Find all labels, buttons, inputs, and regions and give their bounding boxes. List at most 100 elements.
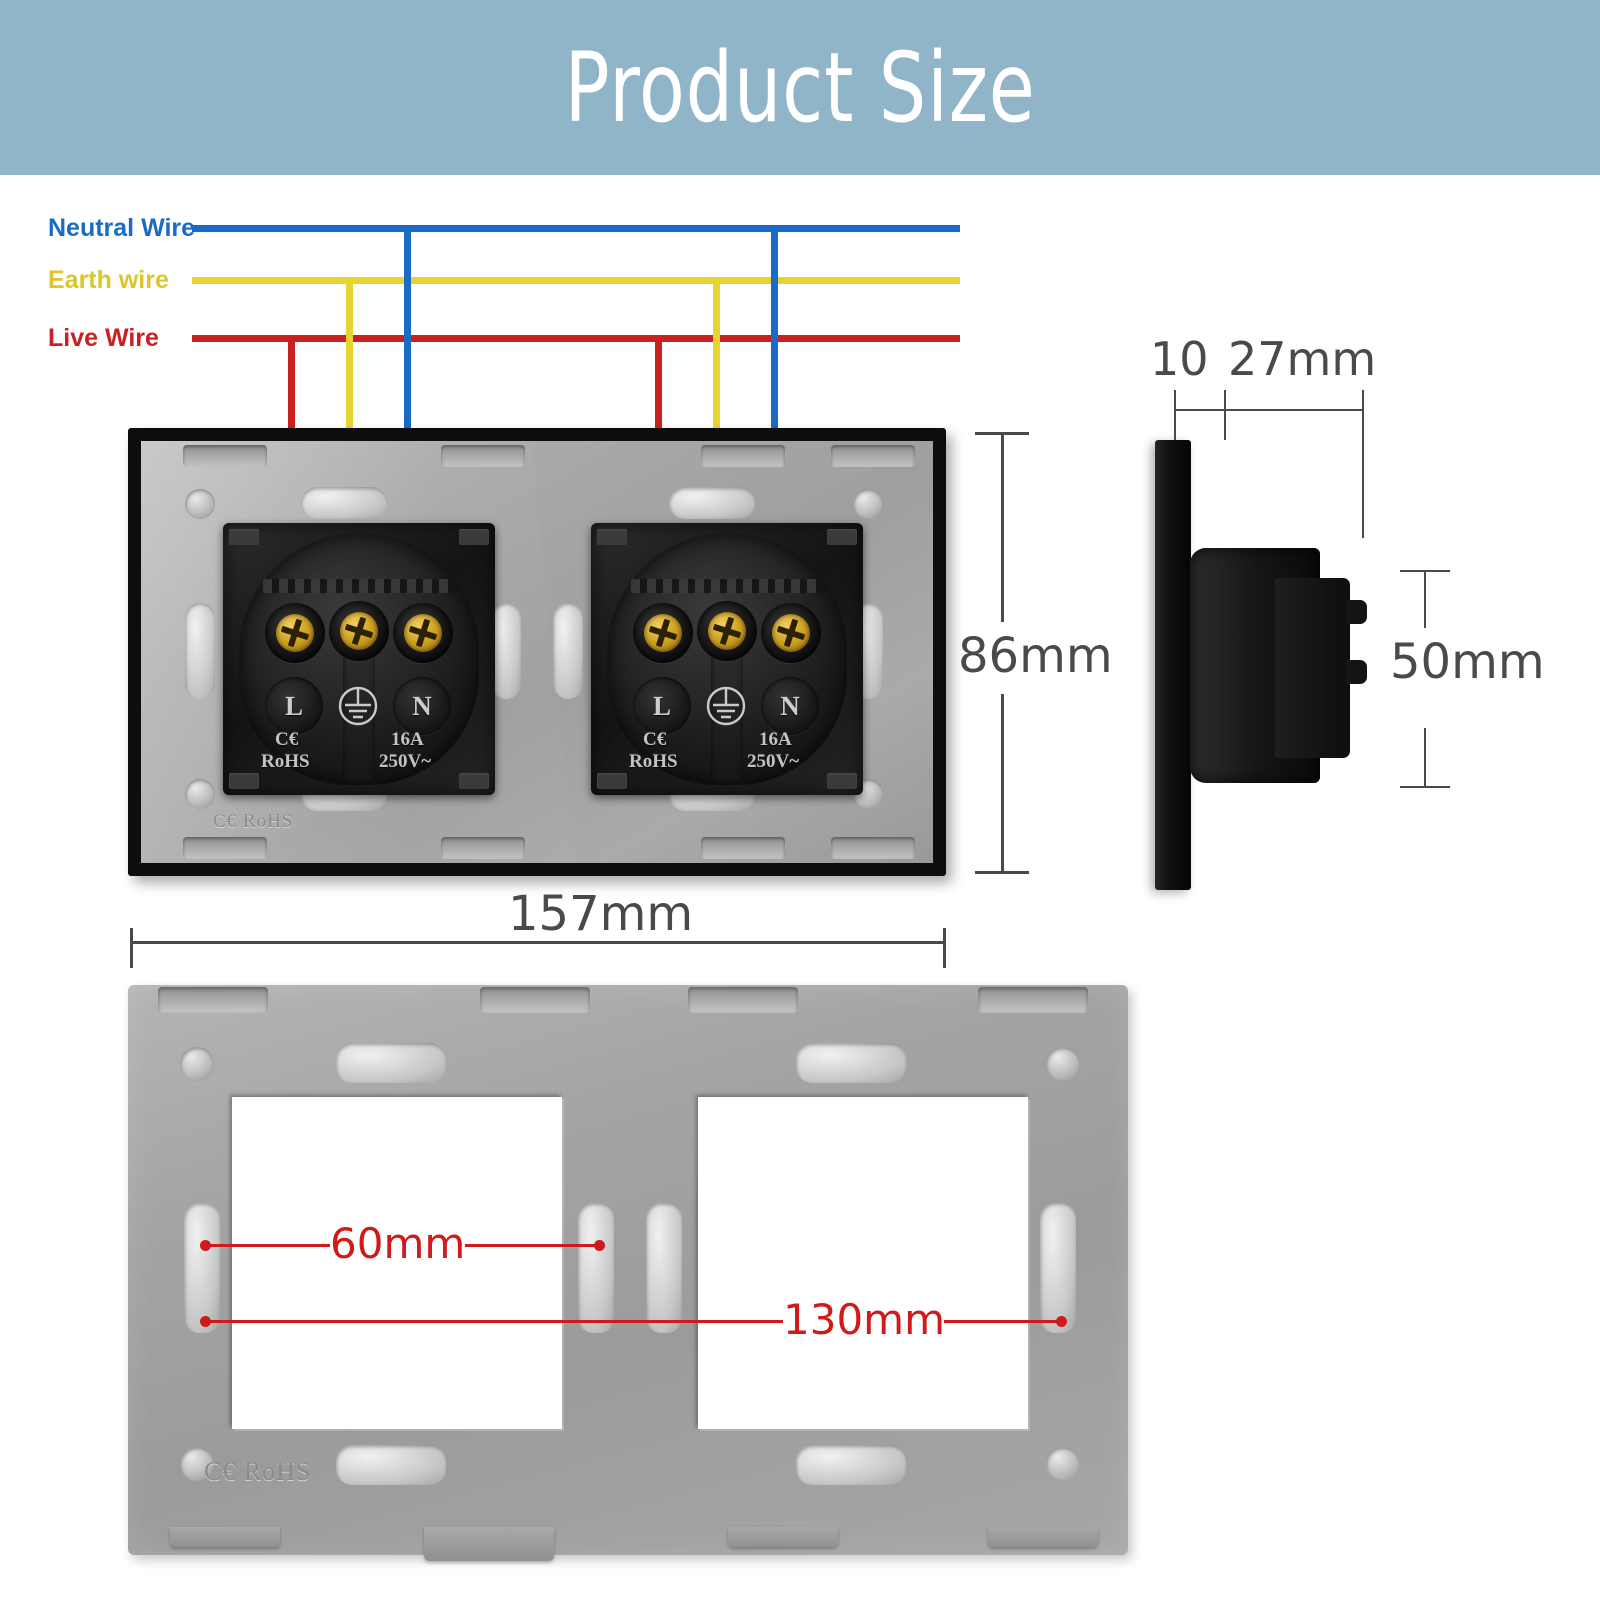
screw-spacing-60mm-dot-right bbox=[594, 1240, 605, 1251]
frame-vslot-mid-right bbox=[646, 1203, 682, 1333]
dim-50mm-line-upper bbox=[1424, 570, 1426, 628]
plate-notch-bottom-2 bbox=[441, 837, 525, 859]
socket-ridge bbox=[631, 579, 823, 593]
socket-corner-bl bbox=[597, 773, 627, 789]
side-view-clip-top bbox=[1345, 600, 1367, 624]
earth-terminal bbox=[697, 601, 757, 661]
dim-157mm-cap-right bbox=[943, 928, 946, 968]
frame-notch-top-3 bbox=[688, 987, 798, 1013]
plate-notch-bottom-1 bbox=[183, 837, 267, 859]
live-terminal-screw bbox=[276, 614, 314, 652]
terminal-mark-N: N bbox=[761, 677, 819, 735]
plate-notch-top-2 bbox=[441, 445, 525, 467]
mounting-frame-bottom-view: C€ RoHS bbox=[128, 985, 1128, 1561]
screw-spacing-60mm-label: 60mm bbox=[330, 1219, 466, 1268]
frame-slot-bottom-left bbox=[336, 1445, 446, 1485]
side-view-socket-rear bbox=[1275, 578, 1350, 758]
earth-symbol-icon bbox=[335, 683, 381, 729]
dim-50mm-line-lower bbox=[1424, 728, 1426, 786]
socket-body: L N C€ RoHS 16A 250V~ bbox=[607, 533, 847, 785]
frame-cutout-left bbox=[232, 1097, 562, 1429]
earth-symbol-icon bbox=[703, 683, 749, 729]
frame-hole-top-right bbox=[1046, 1047, 1080, 1081]
earth-terminal bbox=[329, 601, 389, 661]
wire-label-neutral: Neutral Wire bbox=[48, 214, 196, 242]
frame-cutout-right bbox=[698, 1097, 1028, 1429]
screw-spacing-60mm-line-right bbox=[465, 1244, 600, 1247]
neutral-terminal bbox=[761, 603, 821, 663]
dim-157mm-line bbox=[130, 941, 946, 944]
socket-panel-front-view: C€ RoHS bbox=[128, 428, 946, 876]
plate-notch-top-1 bbox=[183, 445, 267, 467]
terminal-mark-L: L bbox=[633, 677, 691, 735]
socket-voltage-rating: 250V~ bbox=[747, 751, 800, 772]
frame-slot-top-right bbox=[796, 1043, 906, 1083]
neutral-terminal-screw bbox=[772, 614, 810, 652]
socket-current-rating: 16A bbox=[391, 729, 424, 750]
socket-body: L N C€ RoHS 16 bbox=[239, 533, 479, 785]
wire-neutral-drop-right bbox=[771, 225, 778, 600]
side-view-glass-panel bbox=[1155, 440, 1191, 890]
wire-neutral-drop-left bbox=[404, 225, 411, 600]
socket-module-right: L N C€ RoHS 16A 250V~ bbox=[591, 523, 863, 795]
plate-hole-bottom-left bbox=[185, 779, 215, 809]
screw-spacing-60mm-dot-left bbox=[200, 1240, 211, 1251]
wire-label-live: Live Wire bbox=[48, 324, 159, 352]
plate-vslot-mid-left bbox=[491, 603, 521, 699]
frame-tab-1 bbox=[170, 1527, 280, 1547]
socket-ce-mark: C€ bbox=[275, 729, 299, 750]
dim-86mm-line-lower bbox=[1001, 694, 1004, 874]
frame-vslot-left bbox=[184, 1203, 220, 1333]
frame-notch-top-2 bbox=[480, 987, 590, 1013]
plate-notch-bottom-4 bbox=[831, 837, 915, 859]
socket-rohs-mark: RoHS bbox=[629, 751, 678, 772]
frame-hole-top-left bbox=[180, 1047, 214, 1081]
frame-slot-bottom-right bbox=[796, 1445, 906, 1485]
frame-hole-bottom-right bbox=[1046, 1447, 1080, 1481]
socket-corner-bl bbox=[229, 773, 259, 789]
screw-spacing-130mm-label: 130mm bbox=[783, 1295, 945, 1344]
header-banner: Product Size bbox=[0, 0, 1600, 175]
live-terminal bbox=[633, 603, 693, 663]
plate-hole-top-right bbox=[853, 489, 883, 519]
dim-27-tick-right bbox=[1362, 390, 1364, 538]
socket-ce-mark: C€ bbox=[643, 729, 667, 750]
screw-spacing-130mm-line-right bbox=[944, 1320, 1062, 1323]
terminal-mark-L: L bbox=[265, 677, 323, 735]
frame-ce-rohs-emboss: C€ RoHS bbox=[204, 1457, 312, 1486]
live-terminal-screw bbox=[644, 614, 682, 652]
frame-notch-top-4 bbox=[978, 987, 1088, 1013]
dim-86mm-cap-bottom bbox=[975, 871, 1029, 874]
terminal-mark-N: N bbox=[393, 677, 451, 735]
frame-notch-top-1 bbox=[158, 987, 268, 1013]
socket-current-rating: 16A bbox=[759, 729, 792, 750]
socket-corner-tr bbox=[827, 529, 857, 545]
earth-terminal-screw bbox=[708, 612, 746, 650]
screw-spacing-130mm-dot-left bbox=[200, 1316, 211, 1327]
page-title: Product Size bbox=[564, 31, 1036, 144]
frame-tab-3 bbox=[728, 1527, 838, 1547]
plate-notch-top-4 bbox=[831, 445, 915, 467]
dim-10-label: 10 bbox=[1150, 332, 1209, 386]
plate-notch-bottom-3 bbox=[701, 837, 785, 859]
neutral-terminal-screw bbox=[404, 614, 442, 652]
wire-label-earth: Earth wire bbox=[48, 266, 169, 294]
socket-corner-tr bbox=[459, 529, 489, 545]
socket-ridge bbox=[263, 579, 455, 593]
neutral-terminal bbox=[393, 603, 453, 663]
dim-10-tick-right bbox=[1224, 390, 1226, 440]
screw-spacing-130mm-dot-right bbox=[1056, 1316, 1067, 1327]
frame-tab-2 bbox=[424, 1527, 554, 1561]
wire-live-horizontal bbox=[192, 335, 960, 342]
dim-86mm-label: 86mm bbox=[958, 628, 1113, 684]
plate-notch-top-3 bbox=[701, 445, 785, 467]
dim-157mm-cap-left bbox=[130, 928, 133, 968]
dim-86mm-line-upper bbox=[1001, 432, 1004, 622]
socket-corner-tl bbox=[597, 529, 627, 545]
mounting-plate: C€ RoHS bbox=[141, 441, 933, 863]
screw-spacing-60mm-line-left bbox=[205, 1244, 330, 1247]
dim-depth-baseline bbox=[1174, 409, 1364, 411]
side-view-clip-bottom bbox=[1345, 660, 1367, 684]
plate-vslot-left bbox=[185, 603, 215, 699]
